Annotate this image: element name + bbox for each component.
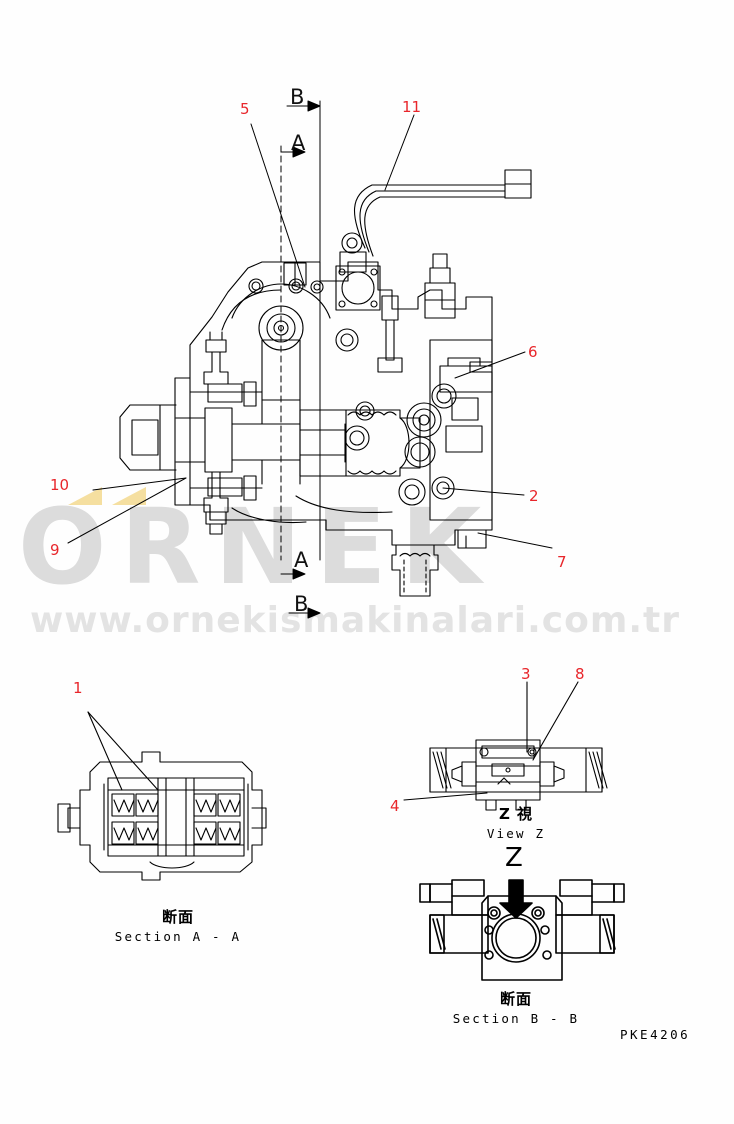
callout-4[interactable]: 4	[390, 797, 400, 815]
wiring-harness	[339, 169, 532, 273]
caption-section-bb-en: Section B - B	[452, 1011, 580, 1026]
drawing-number: PKE4206	[620, 1027, 691, 1042]
section-cut-lines	[280, 100, 321, 619]
view-z-arrow-label: Z	[505, 843, 523, 873]
caption-view-z: Z 視 View Z	[436, 803, 596, 841]
callout-1[interactable]: 1	[73, 679, 83, 697]
section-marker-a-top: A	[291, 131, 306, 155]
callout-11[interactable]: 11	[402, 98, 422, 116]
caption-section-aa-en: Section A - A	[114, 929, 242, 944]
section-marker-b-bottom: B	[294, 592, 309, 616]
caption-view-z-jp: Z 視	[498, 805, 534, 823]
caption-section-bb: 断面 Section B - B	[436, 988, 596, 1026]
leader-lines	[67, 114, 553, 549]
view-z-drawing	[403, 681, 608, 811]
caption-view-z-en: View Z	[486, 826, 546, 841]
callout-7[interactable]: 7	[557, 553, 567, 571]
caption-section-aa-jp: 断面	[161, 908, 194, 926]
section-marker-a-bottom: A	[294, 548, 309, 572]
callout-2[interactable]: 2	[529, 487, 539, 505]
callout-9[interactable]: 9	[50, 541, 60, 559]
section-bb-drawing	[419, 879, 625, 981]
callout-3[interactable]: 3	[521, 665, 531, 683]
callout-5[interactable]: 5	[240, 100, 250, 118]
callout-8[interactable]: 8	[575, 665, 585, 683]
caption-section-aa: 断面 Section A - A	[98, 906, 258, 944]
callout-6[interactable]: 6	[528, 343, 538, 361]
caption-section-bb-jp: 断面	[499, 990, 532, 1008]
callout-10[interactable]: 10	[50, 476, 70, 494]
main-pump-assembly	[119, 253, 493, 597]
section-aa-drawing	[57, 711, 267, 881]
section-marker-b-top: B	[290, 85, 305, 109]
